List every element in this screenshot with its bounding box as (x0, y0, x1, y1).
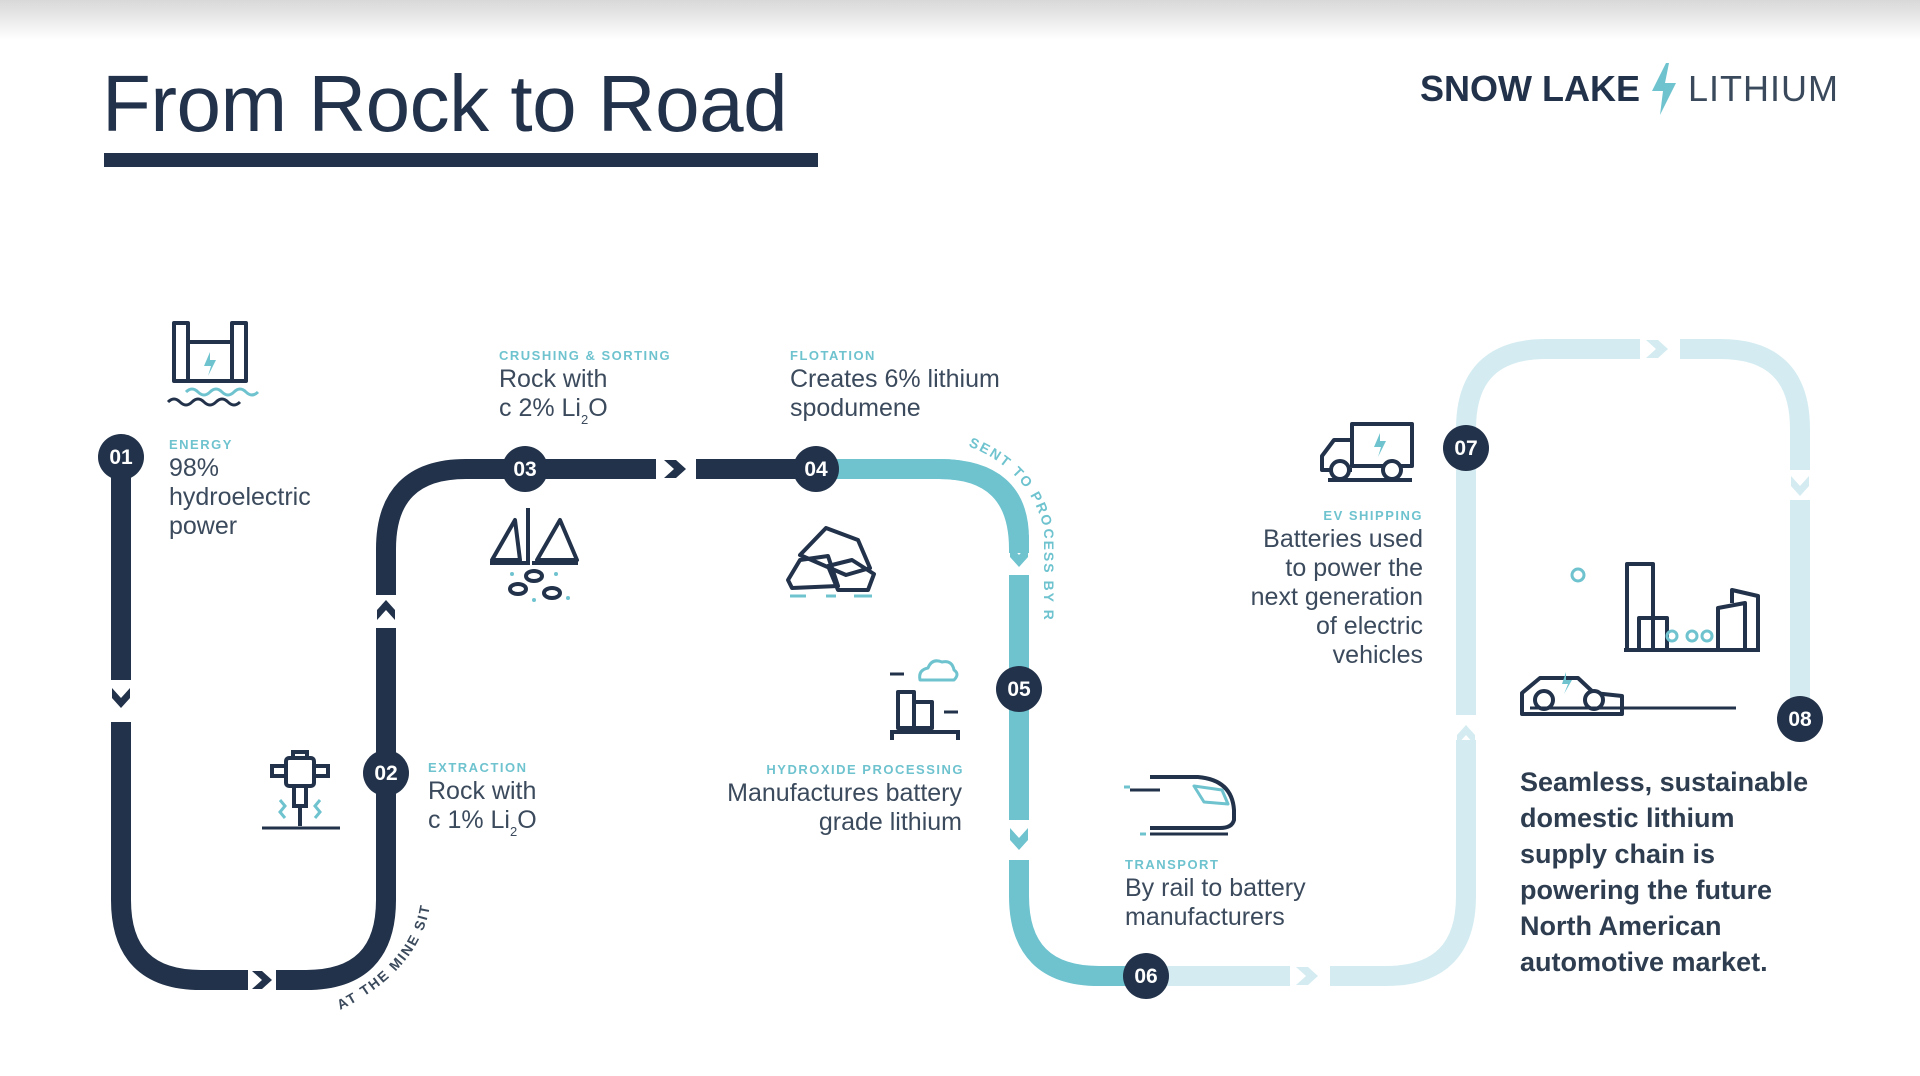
train-icon (1124, 775, 1236, 836)
step-06-text: By rail to battery manufacturers (1125, 874, 1306, 931)
step-04-label: FLOTATION (790, 348, 876, 363)
logo-brand-bold: SNOW LAKE (1420, 68, 1640, 109)
step-marker-04: 04 (793, 446, 839, 492)
chevrons-light (1296, 340, 1809, 985)
electric-truck-icon (1320, 422, 1414, 482)
step-04-text: Creates 6% lithium spodumene (790, 365, 1000, 422)
svg-text:07: 07 (1454, 437, 1477, 460)
svg-text:05: 05 (1007, 678, 1031, 701)
logo-brand-light: LITHIUM (1688, 68, 1839, 109)
city-ev-icon (1520, 562, 1760, 716)
step-02-label: EXTRACTION (428, 760, 528, 775)
step-01-text: 98% hydroelectric power (169, 454, 311, 540)
step-06-label: TRANSPORT (1125, 857, 1220, 872)
lightning-bolt-icon (1652, 63, 1676, 115)
step-marker-06: 06 (1123, 953, 1169, 999)
path-delivery (1146, 339, 1810, 986)
step-marker-02: 02 (363, 750, 409, 796)
page-title: From Rock to Road (102, 59, 788, 148)
step-marker-05: 05 (996, 666, 1042, 712)
chevrons-teal (1010, 545, 1028, 850)
jackhammer-icon (262, 750, 340, 830)
step-05-text: Manufactures battery grade lithium (727, 779, 962, 836)
step-03-text: Rock with c 2% Li2O (499, 365, 608, 427)
path-rail (816, 459, 1146, 986)
svg-text:04: 04 (804, 458, 828, 481)
title-underline (104, 153, 818, 167)
step-07-label: EV SHIPPING (1323, 508, 1423, 523)
path-mine-site (111, 457, 816, 990)
top-shadow (0, 0, 1920, 40)
brand-logo: SNOW LAKE LITHIUM (1420, 63, 1839, 115)
step-marker-07: 07 (1443, 425, 1489, 471)
step-marker-03: 03 (502, 446, 548, 492)
svg-text:01: 01 (109, 446, 133, 469)
step-08-text: Seamless, sustainable domestic lithium s… (1520, 767, 1809, 977)
step-03-label: CRUSHING & SORTING (499, 348, 672, 363)
svg-text:02: 02 (374, 762, 397, 785)
svg-text:03: 03 (513, 458, 536, 481)
factory-icon (890, 659, 960, 740)
chevrons-navy (112, 460, 686, 989)
svg-text:08: 08 (1788, 708, 1812, 731)
crusher-icon (490, 508, 579, 602)
step-02-text: Rock with c 1% Li2O (428, 777, 537, 839)
step-marker-08: 08 (1777, 696, 1823, 742)
rocks-icon (786, 526, 876, 598)
step-01-label: ENERGY (169, 437, 233, 452)
step-07-text: Batteries used to power the next generat… (1250, 525, 1423, 669)
svg-text:06: 06 (1134, 965, 1157, 988)
hydro-dam-icon (166, 321, 260, 407)
step-05-label: HYDROXIDE PROCESSING (766, 762, 964, 777)
step-marker-01: 01 (98, 434, 144, 480)
